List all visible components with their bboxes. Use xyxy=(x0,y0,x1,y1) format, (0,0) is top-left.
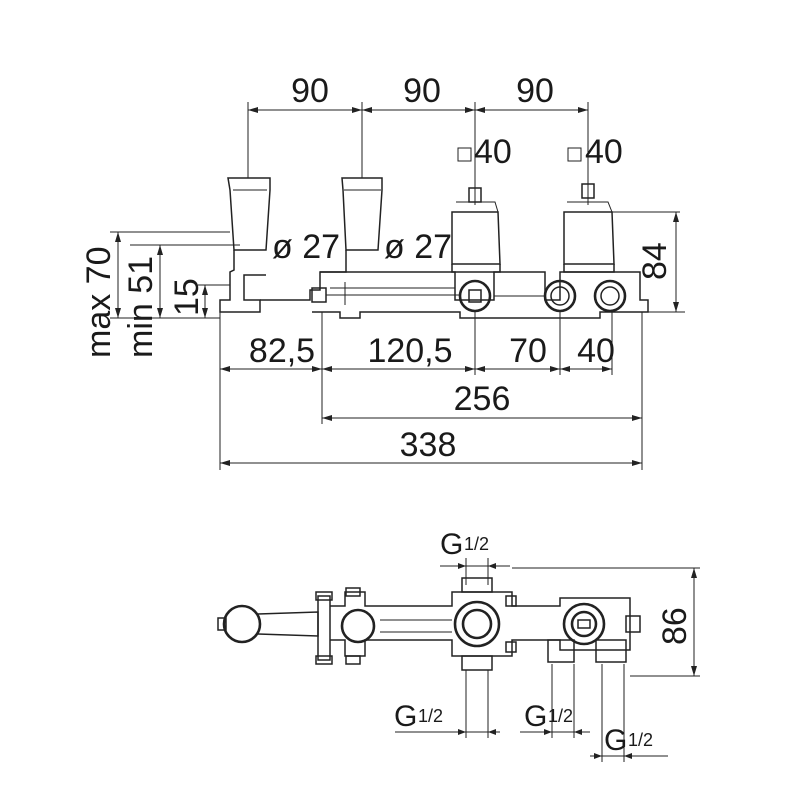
cartridge-left xyxy=(451,170,501,273)
thread-bm-frac: 1/2 xyxy=(548,706,573,726)
dim-90-a: 90 xyxy=(291,72,329,110)
dim-70: 70 xyxy=(509,332,547,370)
thread-bl-frac: 1/2 xyxy=(418,706,443,726)
dim-84: 84 xyxy=(636,242,674,280)
arrow xyxy=(352,107,362,113)
valve-body xyxy=(260,271,649,319)
arrow xyxy=(248,107,258,113)
dim-min51: min 51 xyxy=(122,256,160,358)
port-right xyxy=(593,279,627,313)
diameter-27-b: ø 27 xyxy=(384,228,452,266)
dim-120-5: 120,5 xyxy=(367,332,452,370)
thread-top-frac: 1/2 xyxy=(464,534,489,554)
mixer-body xyxy=(330,577,641,671)
arrow xyxy=(362,107,372,113)
dim-90-c: 90 xyxy=(516,72,554,110)
square-symbol-icon xyxy=(457,147,472,162)
dim-256: 256 xyxy=(454,380,511,418)
thread-top-g: G xyxy=(440,528,463,561)
top-view: 90 90 90 40 40 ø 27 ø 27 xyxy=(80,72,685,470)
dim-82-5: 82,5 xyxy=(249,332,315,370)
dim-15: 15 xyxy=(168,278,206,316)
dim-90-b: 90 xyxy=(403,72,441,110)
dim-338: 338 xyxy=(400,426,457,464)
thread-br-frac: 1/2 xyxy=(628,730,653,750)
arrow xyxy=(578,107,588,113)
dim-86: 86 xyxy=(656,607,694,645)
thread-br-g: G xyxy=(604,724,627,757)
thread-bl-g: G xyxy=(394,700,417,733)
port-square xyxy=(468,289,482,303)
square-40-a: 40 xyxy=(474,133,512,171)
thread-bm-g: G xyxy=(524,700,547,733)
dim-max70: max 70 xyxy=(80,247,118,359)
arrow xyxy=(465,107,475,113)
square-symbol-icon xyxy=(567,147,582,162)
arrow xyxy=(475,107,485,113)
lever-handle xyxy=(217,591,333,665)
diameter-27-a: ø 27 xyxy=(272,228,340,266)
dim-40: 40 xyxy=(577,332,615,370)
port-left xyxy=(458,279,492,313)
square-40-b: 40 xyxy=(585,133,623,171)
bottom-view: G 1/2 xyxy=(217,528,700,762)
